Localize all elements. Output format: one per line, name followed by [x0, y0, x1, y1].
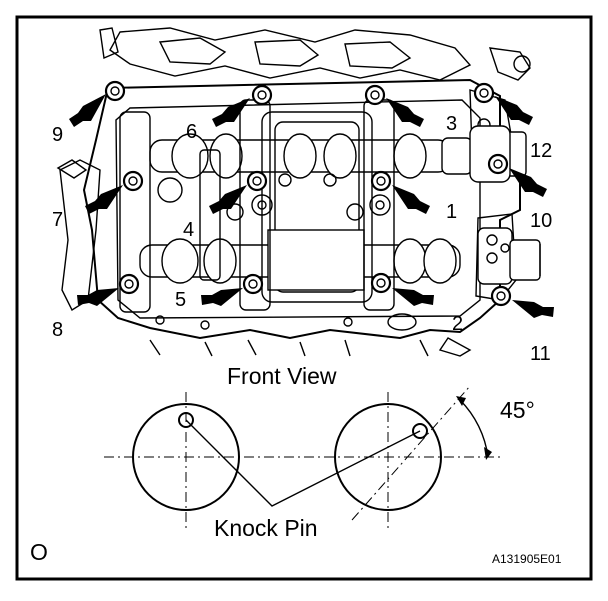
bolt-3 — [364, 84, 386, 106]
bolt-7 — [122, 170, 144, 192]
bolt-12 — [473, 82, 495, 104]
arrow-bolt-1 — [392, 185, 430, 214]
knock-pin-leader — [185, 419, 421, 507]
angle-label: 45° — [500, 397, 535, 423]
bolt-11 — [490, 285, 512, 307]
arrow-bolt-6 — [212, 98, 250, 127]
knock-pin-label: Knock Pin — [214, 515, 318, 541]
bolt-label-2: 2 — [452, 313, 463, 335]
right-camshaft-circle — [334, 403, 442, 511]
arrow-bolt-10 — [509, 168, 547, 197]
angle-arc — [459, 399, 489, 458]
bolt-pointer-arrows — [69, 94, 554, 318]
left-knock-pin — [178, 412, 194, 428]
bolt-label-6: 6 — [186, 121, 197, 143]
bolt-2 — [370, 272, 392, 294]
bolt-8 — [118, 273, 140, 295]
bolt-label-11: 11 — [530, 343, 551, 365]
front-view-caption: Front View — [227, 363, 337, 389]
bolt-label-10: 10 — [530, 210, 552, 232]
bolt-label-3: 3 — [446, 113, 457, 135]
bolt-label-7: 7 — [52, 209, 63, 231]
camshaft-end-view — [104, 385, 500, 530]
bolt-10 — [487, 153, 509, 175]
bolt-label-12: 12 — [530, 140, 552, 162]
arrow-bolt-3 — [386, 98, 424, 127]
arrow-bolt-11 — [512, 300, 554, 318]
bolt-9 — [104, 80, 126, 102]
bolt-6 — [251, 84, 273, 106]
arrow-bolt-12 — [495, 96, 533, 125]
right-knock-pin — [412, 423, 428, 439]
bolt-label-5: 5 — [175, 289, 186, 311]
bolt-5 — [242, 273, 264, 295]
bolt-label-9: 9 — [52, 124, 63, 146]
bolt-label-1: 1 — [446, 201, 457, 223]
arrow-bolt-5 — [201, 288, 243, 306]
bolt-1 — [370, 170, 392, 192]
arrow-bolt-2 — [392, 288, 434, 306]
figure-code: A131905E01 — [492, 552, 562, 566]
arrow-bolt-7 — [85, 185, 123, 214]
figure-frame — [15, 15, 593, 581]
corner-mark: O — [30, 539, 48, 565]
bolt-label-4: 4 — [183, 219, 194, 241]
arrow-bolt-9 — [69, 94, 106, 127]
bolt-label-8: 8 — [52, 319, 63, 341]
arrow-bolt-8 — [77, 288, 119, 306]
arrow-bolt-4 — [209, 185, 247, 214]
bolt-heads — [104, 80, 512, 307]
bolt-4 — [246, 170, 268, 192]
cylinder-head-illustration — [56, 27, 541, 357]
bolt-number-labels: 1 2 3 4 5 6 7 8 9 10 11 12 — [52, 113, 552, 365]
